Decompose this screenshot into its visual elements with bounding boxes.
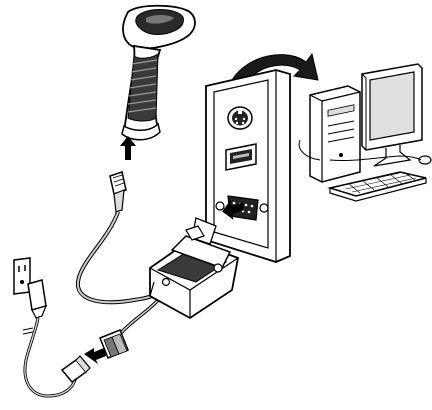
cable-icon <box>75 171 170 359</box>
desktop-computer-icon <box>298 63 432 202</box>
power-adapter-icon <box>22 279 91 398</box>
ps2-port <box>227 106 253 130</box>
right-arrow-icon <box>84 348 106 364</box>
db9-connector-icon <box>149 217 240 320</box>
barcode-scanner-icon <box>121 4 196 141</box>
computer-monitor <box>361 63 423 167</box>
usb-port <box>225 143 257 171</box>
curved-arrow-icon <box>231 52 319 85</box>
computer-mouse <box>418 155 432 165</box>
computer-keyboard <box>327 171 427 202</box>
right-arrow-icon <box>222 200 245 220</box>
pc-back-panel-icon <box>205 69 291 263</box>
power-jack <box>99 329 129 359</box>
up-arrow-icon <box>120 136 136 160</box>
computer-tower <box>309 85 361 183</box>
outlet-icon <box>13 257 31 295</box>
